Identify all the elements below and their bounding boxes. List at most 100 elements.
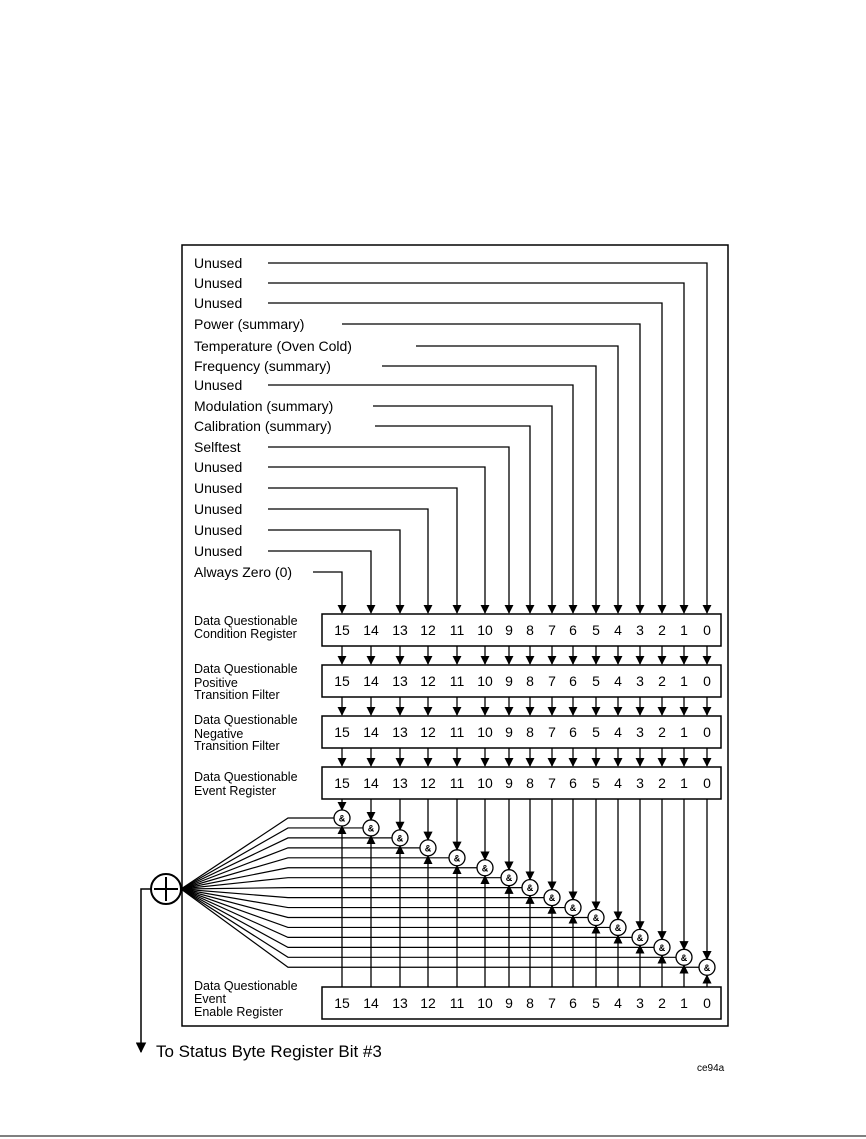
- leader-line-bit-15: [313, 571, 347, 614]
- gate-output-line-bit-9: [180, 877, 501, 890]
- register-event-bit-14: 14: [363, 775, 379, 791]
- and-gate-symbol-bit-4: &: [615, 923, 622, 933]
- register-negative-bit-4: 4: [614, 724, 622, 740]
- and-gate-bit-4: [609, 918, 627, 937]
- register-condition-bit-6: 6: [569, 622, 577, 638]
- leader-line-bit-8: [375, 425, 535, 614]
- summation-node: [150, 873, 182, 905]
- register-condition-bit-9: 9: [505, 622, 513, 638]
- register-condition-bit-14: 14: [363, 622, 379, 638]
- register-positive-bit-0: 0: [703, 673, 711, 689]
- register-event-bit-10: 10: [477, 775, 493, 791]
- register-positive-bit-6: 6: [569, 673, 577, 689]
- gate-output-line-bit-5: [180, 888, 588, 919]
- leader-line-bit-14: [268, 550, 376, 614]
- gate-output-line-bit-0: [180, 888, 699, 968]
- register-event-bit-1: 1: [680, 775, 688, 791]
- leader-line-bit-0: [268, 262, 712, 614]
- register-enable-bit-7: 7: [548, 995, 556, 1011]
- and-gate-bit-9: [500, 869, 518, 887]
- bit-label-11: Unused: [194, 480, 242, 496]
- gate-output-line-bit-8: [180, 887, 522, 890]
- bit-label-14: Unused: [194, 543, 242, 559]
- register-label-negative-line-2: Transition Filter: [194, 739, 280, 753]
- register-enable-bit-0: 0: [703, 995, 711, 1011]
- register-positive-bit-4: 4: [614, 673, 622, 689]
- register-negative-bit-0: 0: [703, 724, 711, 740]
- register-box-enable: [321, 986, 722, 1020]
- and-gate-symbol-bit-0: &: [704, 963, 711, 973]
- register-label-event-line-1: Event Register: [194, 784, 276, 798]
- register-negative-bit-10: 10: [477, 724, 493, 740]
- gate-output-line-bit-11: [180, 857, 449, 890]
- register-enable-bit-13: 13: [392, 995, 408, 1011]
- register-enable-bit-4: 4: [614, 995, 622, 1011]
- register-enable-bit-15: 15: [334, 995, 350, 1011]
- bit-label-13: Unused: [194, 522, 242, 538]
- and-gate-symbol-bit-6: &: [570, 903, 577, 913]
- register-event-bit-0: 0: [703, 775, 711, 791]
- register-enable-bit-5: 5: [592, 995, 600, 1011]
- and-gate-bit-13: [391, 829, 409, 847]
- register-label-negative-line-1: Negative: [194, 727, 243, 741]
- leader-line-bit-11: [268, 487, 462, 614]
- gate-output-line-bit-7: [180, 888, 544, 899]
- and-gate-symbol-bit-5: &: [593, 913, 600, 923]
- register-condition-bit-13: 13: [392, 622, 408, 638]
- register-negative-bit-15: 15: [334, 724, 350, 740]
- register-event-bit-12: 12: [420, 775, 436, 791]
- register-condition-bit-0: 0: [703, 622, 711, 638]
- register-positive-bit-1: 1: [680, 673, 688, 689]
- leader-line-bit-6: [268, 384, 578, 614]
- and-gate-symbol-bit-8: &: [527, 883, 534, 893]
- register-label-enable-line-0: Data Questionable: [194, 979, 298, 993]
- register-event-bit-2: 2: [658, 775, 666, 791]
- register-negative-bit-12: 12: [420, 724, 436, 740]
- register-condition-bit-4: 4: [614, 622, 622, 638]
- and-gate-symbol-bit-15: &: [339, 814, 346, 824]
- register-condition-bit-3: 3: [636, 622, 644, 638]
- gate-output-line-bit-13: [180, 837, 392, 890]
- register-enable-bit-9: 9: [505, 995, 513, 1011]
- register-event-bit-4: 4: [614, 775, 622, 791]
- and-gate-symbol-bit-10: &: [482, 863, 489, 873]
- register-condition-bit-12: 12: [420, 622, 436, 638]
- register-enable-bit-12: 12: [420, 995, 436, 1011]
- register-negative-bit-6: 6: [569, 724, 577, 740]
- register-event-bit-7: 7: [548, 775, 556, 791]
- bit-label-7: Modulation (summary): [194, 398, 333, 414]
- leader-line-bit-4: [416, 345, 623, 614]
- register-event-bit-9: 9: [505, 775, 513, 791]
- register-box-event: [321, 766, 722, 800]
- and-gate-bit-15: [333, 809, 351, 827]
- register-condition-bit-8: 8: [526, 622, 534, 638]
- bit-label-1: Unused: [194, 275, 242, 291]
- register-condition-bit-10: 10: [477, 622, 493, 638]
- register-label-positive-line-1: Positive: [194, 676, 238, 690]
- and-gate-symbol-bit-1: &: [681, 953, 688, 963]
- register-label-positive-line-0: Data Questionable: [194, 662, 298, 676]
- register-positive-bit-12: 12: [420, 673, 436, 689]
- gate-output-line-bit-6: [180, 888, 565, 909]
- register-positive-bit-10: 10: [477, 673, 493, 689]
- and-gate-symbol-bit-14: &: [368, 823, 375, 833]
- gate-output-line-bit-1: [180, 888, 676, 958]
- bit-label-2: Unused: [194, 295, 242, 311]
- and-gate-symbol-bit-2: &: [659, 943, 666, 953]
- register-enable-bit-2: 2: [658, 995, 666, 1011]
- bit-label-3: Power (summary): [194, 316, 304, 332]
- bit-label-10: Unused: [194, 459, 242, 475]
- leader-line-bit-9: [268, 446, 514, 614]
- register-enable-bit-10: 10: [477, 995, 493, 1011]
- register-enable-bit-8: 8: [526, 995, 534, 1011]
- gate-output-line-bit-4: [180, 888, 610, 929]
- bit-label-8: Calibration (summary): [194, 418, 332, 434]
- gate-output-line-bit-10: [180, 867, 477, 890]
- register-positive-bit-2: 2: [658, 673, 666, 689]
- register-label-positive-line-2: Transition Filter: [194, 688, 280, 702]
- register-positive-bit-3: 3: [636, 673, 644, 689]
- leader-line-bit-3: [342, 323, 645, 614]
